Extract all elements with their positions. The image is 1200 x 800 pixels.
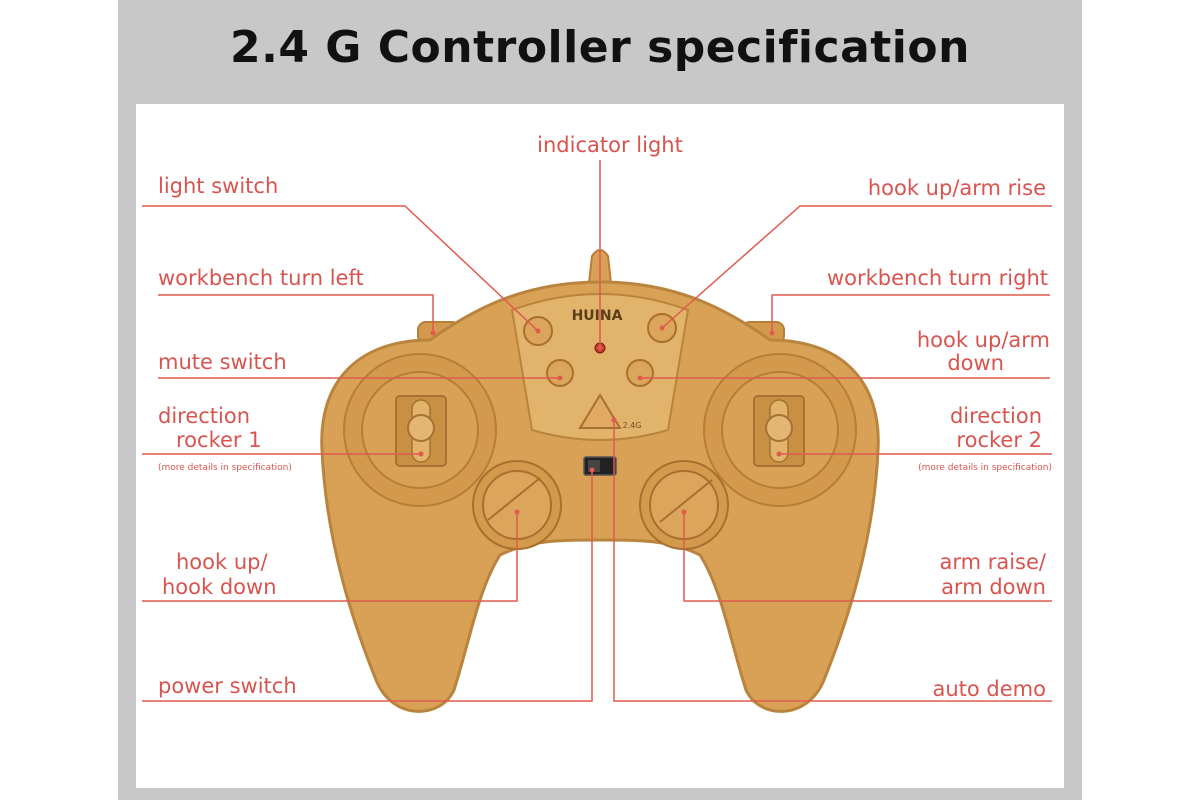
hook-up-hook-down-button[interactable] xyxy=(472,460,562,550)
label-direction-rocker-2-line1: direction xyxy=(950,404,1042,428)
label-hook-up-arm-rise: hook up/arm rise xyxy=(868,176,1046,200)
label-hook-up-hook-down-line1: hook up/ xyxy=(176,550,268,574)
label-mute-switch: mute switch xyxy=(158,350,287,374)
label-power-switch: power switch xyxy=(158,674,297,698)
mute-switch-button[interactable] xyxy=(546,359,574,387)
label-direction-rocker-1-line1: direction xyxy=(158,404,250,428)
brand-logo: HUINA xyxy=(572,308,623,324)
direction-rocker-2[interactable] xyxy=(703,353,857,507)
label-auto-demo: auto demo xyxy=(933,677,1047,701)
label-workbench-turn-right: workbench turn right xyxy=(827,266,1048,290)
auto-demo-button[interactable] xyxy=(578,393,622,429)
label-direction-rocker-2-line2: rocker 2 xyxy=(956,428,1042,452)
direction-rocker-1[interactable] xyxy=(343,353,497,507)
hook-up-arm-down-button[interactable] xyxy=(626,359,654,387)
controller: HUINA 2.4G xyxy=(320,249,880,713)
label-hook-up-hook-down-line2: hook down xyxy=(162,575,277,599)
arm-raise-arm-down-button[interactable] xyxy=(639,460,729,550)
label-direction-rocker-1-line2: rocker 1 xyxy=(176,428,262,452)
label-arm-raise-arm-down-line1: arm raise/ xyxy=(939,550,1046,574)
leader-lines xyxy=(142,160,1052,702)
label-more-details-left: (more details in specification) xyxy=(158,463,292,473)
page-title: 2.4 G Controller specification xyxy=(230,22,970,73)
leader-dots xyxy=(418,325,782,515)
center-faceplate xyxy=(510,293,690,441)
label-arm-raise-arm-down-line2: arm down xyxy=(941,575,1046,599)
label-more-details-right: (more details in specification) xyxy=(918,463,1052,473)
label-hook-up-arm-down-line2: down xyxy=(947,351,1004,375)
labels: indicator light light switch hook up/arm… xyxy=(158,133,1052,701)
label-light-switch: light switch xyxy=(158,174,278,198)
label-indicator-light: indicator light xyxy=(537,133,683,157)
label-hook-up-arm-down-line1: hook up/arm xyxy=(917,328,1050,352)
band-badge: 2.4G xyxy=(623,421,642,430)
label-workbench-turn-left: workbench turn left xyxy=(158,266,364,290)
